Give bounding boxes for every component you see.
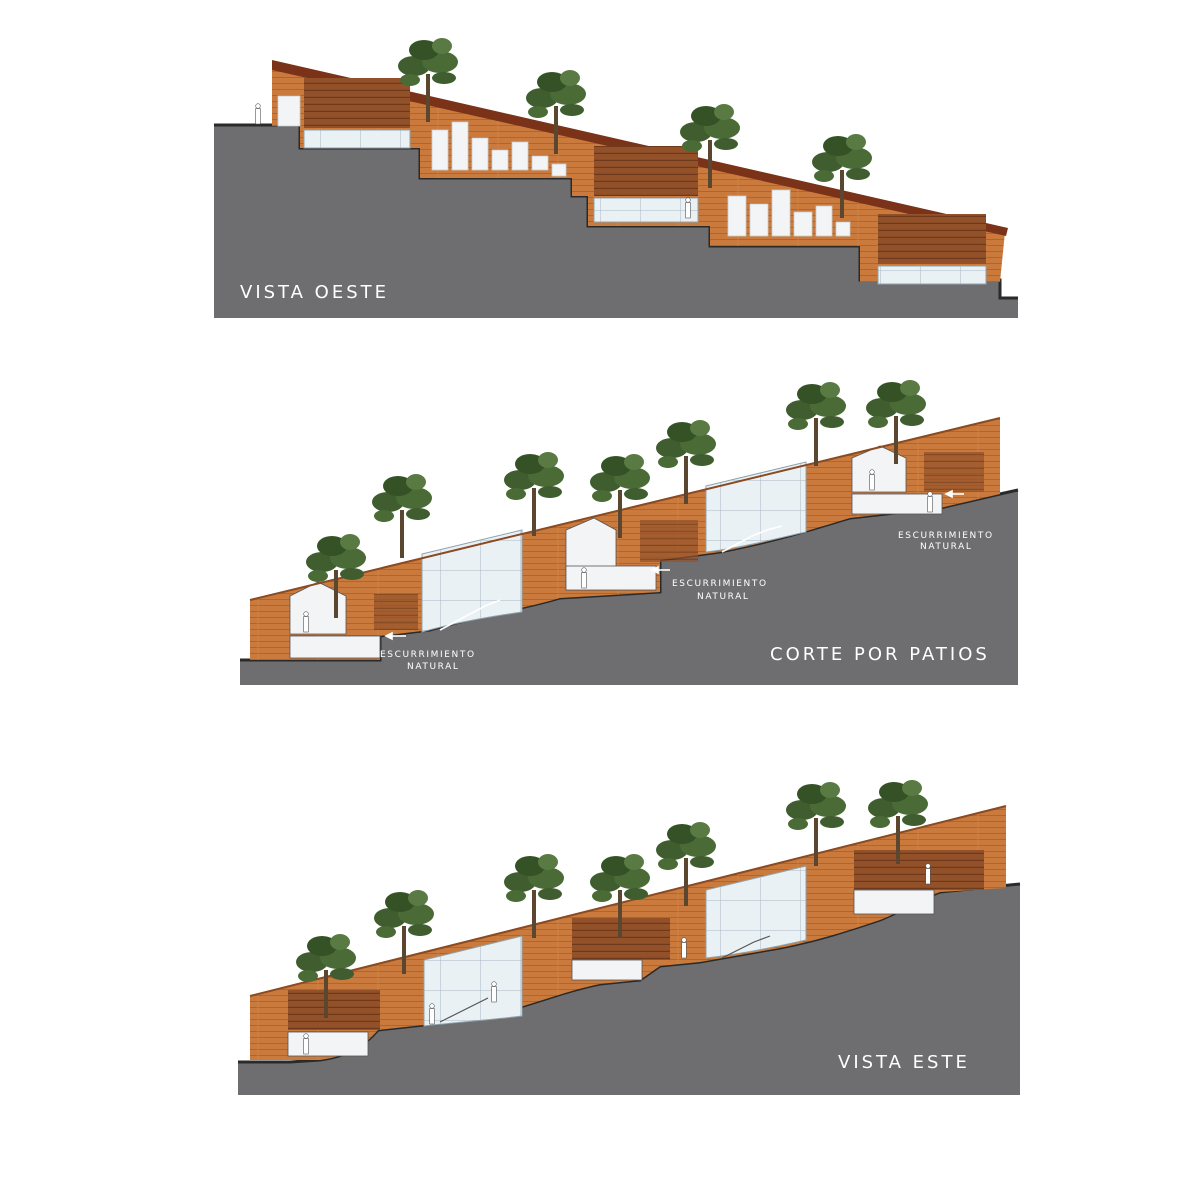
runoff-note-3-line2: NATURAL: [920, 542, 973, 552]
section-panel: ESCURRIMIENTO NATURAL ESCURRIMIENTO NATU…: [240, 380, 1019, 685]
runoff-note-1-line1: ESCURRIMIENTO: [380, 650, 476, 660]
section-label: CORTE POR PATIOS: [770, 644, 990, 665]
runoff-note-2-line2: NATURAL: [697, 592, 750, 602]
east-view-panel: VISTA ESTE: [238, 780, 1021, 1095]
east-view-label: VISTA ESTE: [838, 1052, 970, 1073]
runoff-note-2-line1: ESCURRIMIENTO: [672, 579, 768, 589]
west-terrain: [214, 125, 1018, 318]
runoff-note-1-line2: NATURAL: [407, 662, 460, 672]
section-terrain: [240, 490, 1018, 685]
east-terrain: [238, 884, 1020, 1095]
west-view-label: VISTA OESTE: [240, 282, 389, 303]
west-view-panel: VISTA OESTE: [214, 38, 1018, 318]
runoff-note-3-line1: ESCURRIMIENTO: [898, 531, 994, 541]
